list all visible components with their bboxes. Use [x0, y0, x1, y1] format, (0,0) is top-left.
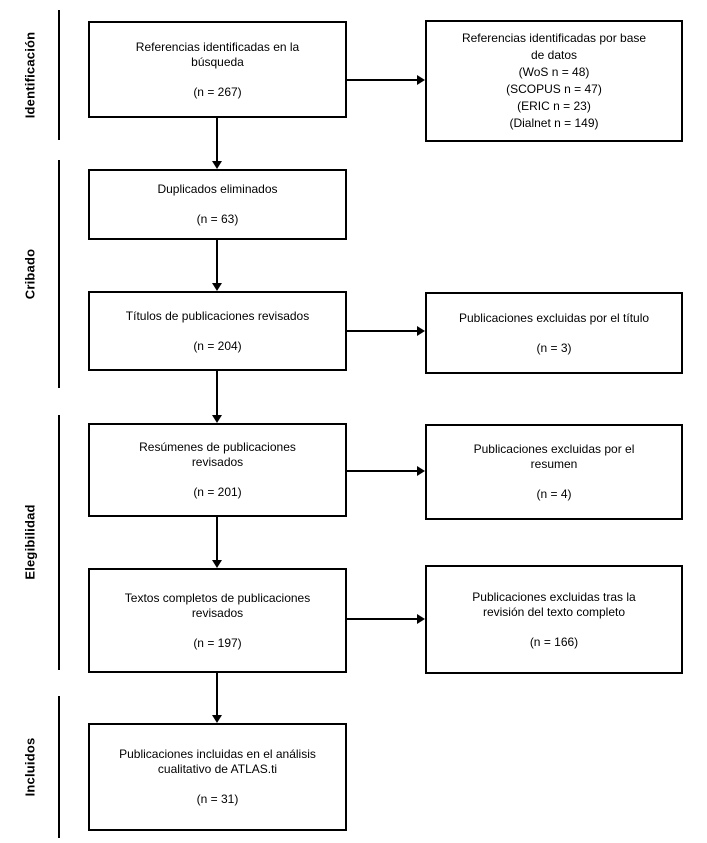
arrow-down-line-3 — [216, 371, 218, 415]
arrow-down-line-4 — [216, 517, 218, 560]
box-count: (n = 197) — [193, 635, 242, 650]
arrowhead-right-icon — [417, 466, 425, 476]
box-text-line: revisados — [191, 455, 244, 469]
stage-bracket-line-included — [58, 696, 60, 838]
box-text-line: Publicaciones excluidas tras la — [472, 589, 636, 604]
arrow-right-line-1 — [347, 79, 417, 81]
box-duplicates-removed: Duplicados eliminados (n = 63) — [88, 169, 347, 240]
arrowhead-right-icon — [417, 75, 425, 85]
arrowhead-down-icon — [212, 283, 222, 291]
box-search-identified: Referencias identificadas en la búsqueda… — [88, 21, 347, 118]
box-text-line: Títulos de publicaciones revisados — [125, 308, 310, 323]
stage-label-screening: Cribado — [22, 248, 38, 300]
arrowhead-right-icon — [417, 614, 425, 624]
box-excluded-by-abstract: Publicaciones excluidas por el resumen (… — [425, 424, 683, 520]
box-count: (n = 201) — [193, 485, 242, 499]
box-database-identified: Referencias identificadas por base de da… — [425, 20, 683, 142]
arrowhead-down-icon — [212, 560, 222, 568]
stage-bracket-line-eligibility — [58, 415, 60, 670]
arrowhead-down-icon — [212, 415, 222, 423]
box-text-line: Publicaciones excluidas por el — [473, 442, 635, 456]
stage-bracket-line-identification — [58, 10, 60, 140]
arrow-down-line-1 — [216, 118, 218, 161]
box-excluded-by-title: Publicaciones excluidas por el título (n… — [425, 292, 683, 374]
box-count: (n = 63) — [196, 212, 239, 226]
arrow-right-line-3 — [347, 470, 417, 472]
arrowhead-down-icon — [212, 161, 222, 169]
box-text-line: (Dialnet n = 149) — [509, 116, 599, 131]
box-text-line: Textos completos de publicaciones — [124, 590, 311, 605]
box-text-line: Duplicados eliminados — [157, 182, 278, 196]
arrow-down-line-5 — [216, 673, 218, 715]
stage-label-eligibility: Elegibilidad — [22, 504, 38, 580]
arrowhead-right-icon — [417, 326, 425, 336]
box-text-line: de datos — [530, 47, 578, 62]
arrow-right-line-2 — [347, 330, 417, 332]
box-abstracts-reviewed: Resúmenes de publicaciones revisados (n … — [88, 423, 347, 517]
box-count: (n = 4) — [536, 487, 572, 501]
box-text-line: (ERIC n = 23) — [517, 99, 591, 114]
box-text-line: (WoS n = 48) — [518, 64, 590, 79]
box-text-line: Referencias identificadas por base — [461, 30, 647, 45]
box-text-line: (SCOPUS n = 47) — [506, 82, 602, 96]
box-text-line: resumen — [530, 457, 578, 471]
box-text-line: Publicaciones incluidas en el análisis — [119, 747, 316, 761]
box-text-line: Resúmenes de publicaciones — [139, 440, 296, 454]
box-text-line: búsqueda — [191, 54, 244, 69]
box-excluded-after-fulltext: Publicaciones excluidas tras la revisión… — [425, 565, 683, 674]
arrowhead-down-icon — [212, 715, 222, 723]
stage-bracket-line-screening — [58, 160, 60, 388]
arrow-right-line-4 — [347, 618, 417, 620]
stage-label-included: Incluidos — [22, 737, 38, 797]
box-text-line: Publicaciones excluidas por el título — [458, 310, 650, 325]
box-text-line: cualitativo de ATLAS.ti — [157, 762, 278, 776]
box-text-line: revisados — [191, 605, 244, 620]
box-count: (n = 3) — [536, 340, 572, 355]
box-included-qualitative-analysis: Publicaciones incluidas en el análisis c… — [88, 723, 347, 831]
box-text-line: revisión del texto completo — [482, 604, 626, 619]
box-count: (n = 267) — [193, 84, 242, 99]
box-count: (n = 166) — [529, 634, 579, 649]
box-count: (n = 31) — [196, 792, 239, 806]
box-count: (n = 204) — [193, 338, 242, 353]
box-text-line: Referencias identificadas en la — [135, 39, 300, 54]
arrow-down-line-2 — [216, 240, 218, 283]
box-fulltext-reviewed: Textos completos de publicaciones revisa… — [88, 568, 347, 673]
stage-label-identification: Identificación — [22, 31, 38, 119]
box-titles-reviewed: Títulos de publicaciones revisados (n = … — [88, 291, 347, 371]
